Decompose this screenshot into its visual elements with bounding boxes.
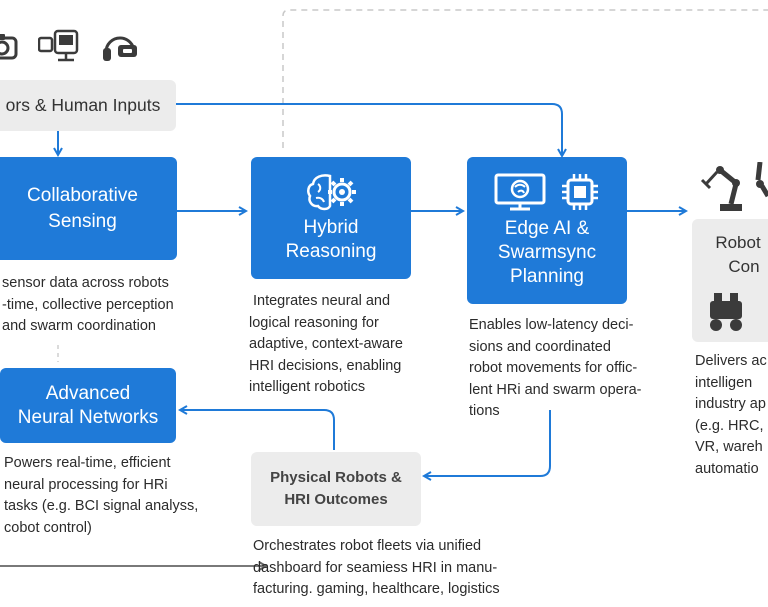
- desc-line: HRI decisions, enabling: [249, 357, 402, 374]
- edge-ai-line1: Edge AI &: [504, 217, 590, 239]
- desc-line: neural processing for HRi: [4, 476, 168, 493]
- edge-ai-line3: Planning: [510, 265, 584, 287]
- chip-icon: [562, 173, 598, 210]
- hybrid-reasoning-line1: Hybrid: [303, 217, 359, 238]
- desc-line: Delivers ac: [695, 353, 767, 369]
- desc-line: and swarm coordination: [2, 318, 156, 334]
- collaborative-sensing-line2: Sensing: [48, 210, 117, 232]
- desc-line: cobot control): [4, 519, 92, 536]
- brain-gear-icon: [307, 174, 356, 211]
- edge-ai-description: Enables low-latency deci- sions and coor…: [469, 315, 641, 423]
- desc-line: (e.g. HRC,: [695, 417, 764, 434]
- desc-line: Integrates neural and: [253, 293, 391, 309]
- desc-line: logical reasoning for: [249, 314, 379, 331]
- desc-line: -time, collective perception: [2, 296, 174, 313]
- advanced-neural-networks-box: Advanced Neural Networks: [0, 368, 176, 443]
- input-icons-row: [0, 28, 140, 64]
- physical-robots-description: Orchestrates robot fleets via unified da…: [253, 536, 500, 601]
- edge-ai-line2: Swarmsync: [497, 241, 597, 263]
- collaborative-sensing-description: sensor data across robots -time, collect…: [2, 273, 174, 338]
- desc-line: industry ap: [695, 396, 766, 412]
- arrow-sensors-to-edge: [176, 103, 562, 156]
- sensors-box-label: ors & Human Inputs: [5, 95, 161, 115]
- physical-robots-line2: HRI Outcomes: [284, 491, 388, 508]
- neural-networks-description: Powers real-time, efficient neural proce…: [4, 453, 198, 539]
- robot-control-line1: Robot: [715, 233, 761, 252]
- arrow-physical-to-neural: [180, 410, 335, 450]
- robot-control-line2: Con: [728, 257, 760, 276]
- dashed-frame: [282, 9, 768, 148]
- physical-robots-hri-box: Physical Robots & HRI Outcomes: [251, 452, 421, 526]
- monitor-icon: [494, 173, 546, 210]
- desc-line: Orchestrates robot fleets via unified: [253, 538, 482, 554]
- desc-line: lent HRi and swarm opera-: [469, 381, 642, 398]
- collaborative-sensing-line1: Collaborative: [27, 184, 138, 206]
- neural-networks-line2: Neural Networks: [17, 406, 159, 428]
- robot-arm-icon: [700, 162, 768, 211]
- desc-line: VR, wareh: [695, 439, 763, 455]
- hybrid-reasoning-line2: Reasoning: [285, 241, 377, 262]
- computer-icon: [38, 29, 79, 62]
- desc-line: robot movements for offic-: [469, 360, 638, 376]
- robot-control-box: Robot Con: [692, 219, 768, 342]
- desc-line: facturing. gaming, healthcare, logistics: [253, 581, 500, 597]
- wheeled-robot-icon: [710, 293, 742, 331]
- desc-line: Enables low-latency deci-: [469, 317, 634, 333]
- desc-line: dashboard for seamiess HRI in manu-: [253, 559, 498, 576]
- desc-line: sensor data across robots: [2, 275, 169, 291]
- desc-line: intelligent robotics: [249, 379, 366, 395]
- collaborative-sensing-box: Collaborative Sensing: [0, 157, 177, 260]
- hybrid-reasoning-box: Hybrid Reasoning: [251, 157, 411, 279]
- desc-line: sions and coordinated: [469, 338, 611, 355]
- desc-line: adaptive, context-aware: [249, 336, 403, 352]
- sensors-human-inputs-box: ors & Human Inputs: [0, 80, 176, 131]
- robot-control-description: Delivers ac intelligen industry ap (e.g.…: [695, 351, 767, 480]
- desc-line: tasks (e.g. BCI signal analyss,: [4, 498, 199, 514]
- desc-line: intelligen: [695, 374, 753, 391]
- neural-networks-line1: Advanced: [45, 382, 131, 404]
- desc-line: automatio: [695, 460, 759, 477]
- edge-icons-row: [494, 173, 600, 211]
- desc-line: Powers real-time, efficient: [4, 455, 171, 471]
- hybrid-reasoning-description: Integrates neural and logical reasoning …: [249, 291, 403, 399]
- desc-line: tions: [469, 403, 500, 419]
- arrow-edge-to-physical: [424, 410, 551, 476]
- headset-icon: [103, 36, 137, 61]
- edge-ai-swarmsync-box: Edge AI & Swarmsync Planning: [467, 157, 627, 304]
- camera-icon: [0, 34, 18, 60]
- physical-robots-line1: Physical Robots &: [270, 469, 402, 486]
